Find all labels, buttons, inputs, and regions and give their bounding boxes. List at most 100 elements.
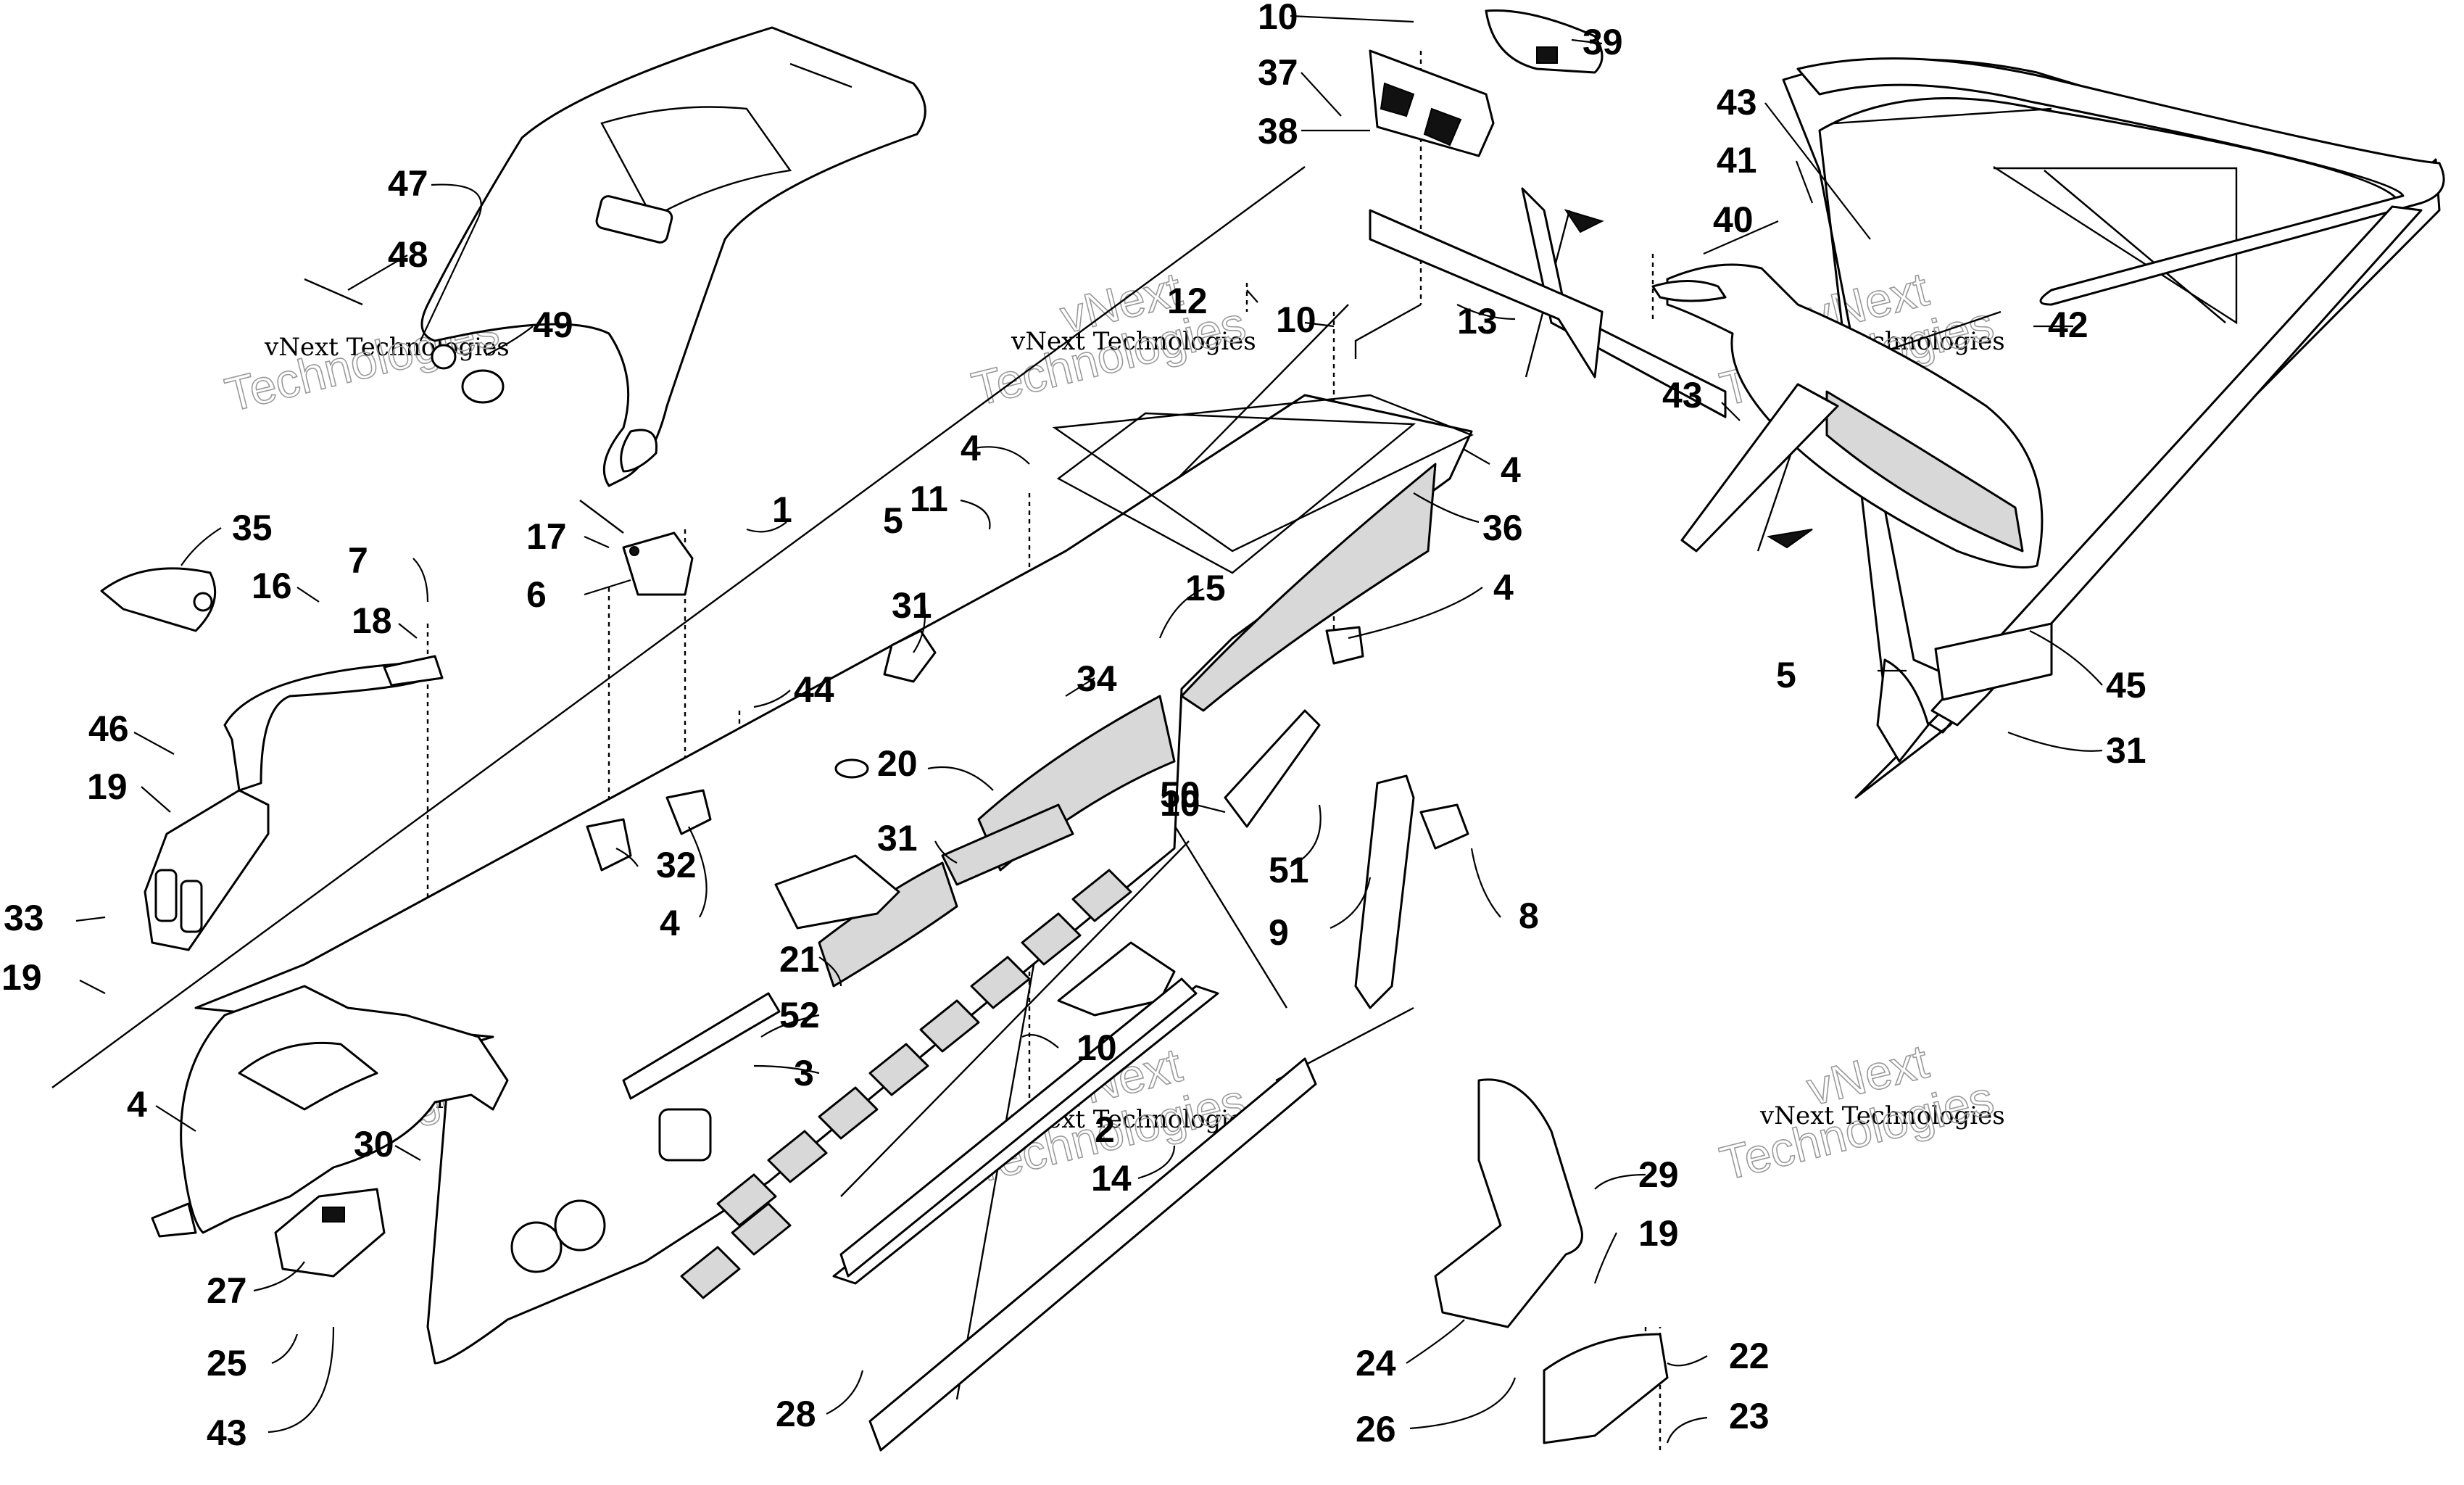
callout-number: 42 [2048,305,2088,345]
leader-line [934,840,958,864]
leader-line [1409,1377,1517,1430]
callout-number: 21 [779,939,820,980]
callout-number: 3 [794,1053,814,1093]
vent-cutout [970,956,1031,1009]
rivet-plate [665,789,712,835]
callout-number: 5 [883,500,903,541]
watermark-company: vNext Technologies [264,333,510,362]
hitch-part [1224,709,1469,1009]
leader-line [1348,587,1483,640]
leader-line [1065,677,1095,697]
bracket-tab [151,1202,197,1238]
callout-number: 49 [533,305,573,345]
callout-number: 13 [1457,301,1498,342]
bracket-cutout [238,1041,378,1111]
callout-number: 40 [1713,199,1754,240]
leader-line [155,1105,196,1132]
rivet-plate [586,818,632,872]
part-drawings [100,9,2445,1452]
rivet-part [834,758,869,779]
leader-line [1593,1232,1617,1284]
grommet-part [461,369,505,404]
seat-logo-mark [789,62,853,88]
callout-number: 18 [352,600,392,641]
bolt-part [629,546,639,556]
callout-number: 14 [1091,1158,1132,1199]
leader-line [2029,630,2103,686]
callout-number: 48 [388,234,428,275]
callout-number: 4 [660,903,680,943]
grab-handle-part [144,655,444,951]
vent-cutout [1071,869,1132,922]
leader-line [271,1333,299,1365]
vent-cutout [818,1086,879,1140]
leader-line [584,579,631,596]
leader-line [485,326,534,356]
leader-line [398,623,418,639]
callout-number: 2 [1095,1109,1115,1150]
callout-number: 41 [1717,140,1757,181]
taillight-lens [1423,107,1462,146]
snow-flap-part [1369,187,2044,568]
rear-bumper-part [1782,57,2445,799]
footrest [1057,941,1176,1017]
callout-number: 45 [2106,665,2146,706]
leader-line [420,183,482,342]
callout-number: 25 [207,1343,247,1383]
tunnel-top-cutout [1056,412,1416,574]
leader-line [615,848,639,867]
taillight-cover [1485,9,1604,74]
rear-bracket [1369,209,1604,379]
running-board-tube [868,1057,1317,1452]
watermark-6: vNext Technologies Technologies vNext [1714,1033,2005,1191]
callout-number: 4 [127,1084,147,1125]
snow-flap-graphic [1825,390,2024,553]
taillight-part [1369,9,1604,157]
callout-number: 7 [348,540,368,581]
leader-line [1721,402,1741,421]
bracket-slot [154,869,178,922]
assembly-outline-line [51,166,1306,1088]
callout-number: 1 [772,489,792,530]
callout-number: 19 [1,957,42,998]
callout-number: 52 [779,995,820,1035]
rear-clip [1325,626,1364,665]
flap-support-bar [1680,383,1839,553]
leader-line [1667,1355,1708,1367]
callout-number: 10 [1160,783,1200,824]
bumper-edge [1833,107,2052,125]
callout-number: 4 [1501,450,1521,490]
callout-number: 4 [1493,567,1514,608]
leader-line [1406,1319,1465,1364]
bolt-part [579,500,624,534]
taillight-housing [1369,49,1495,157]
leader-line [753,690,791,708]
front-bracket [180,985,509,1234]
cover-17-part [100,567,217,632]
callout-number: 19 [1638,1213,1679,1254]
leader-line [960,499,991,530]
callout-number: 43 [1717,82,1757,123]
seat-latch [620,429,658,473]
leader-line [584,535,610,549]
explode-line [1993,165,2238,325]
callout-number: 34 [1077,658,1117,699]
callout-number: 12 [1167,281,1208,321]
callout-number: 31 [892,585,932,626]
callout-number: 36 [1482,508,1523,548]
grab-handle [223,662,429,792]
callout-number: 31 [877,818,918,859]
tunnel-plate [658,1108,712,1162]
seat-strap [595,195,673,244]
tunnel-vents [680,869,1132,1299]
leader-line [141,786,171,813]
leader-line [412,558,429,603]
step-plate [274,1188,386,1278]
callout-number: 4 [961,428,981,468]
leader-line [133,732,175,755]
leader-line [1413,492,1480,524]
leader-line [394,1145,421,1161]
leader-line [1137,1145,1176,1180]
